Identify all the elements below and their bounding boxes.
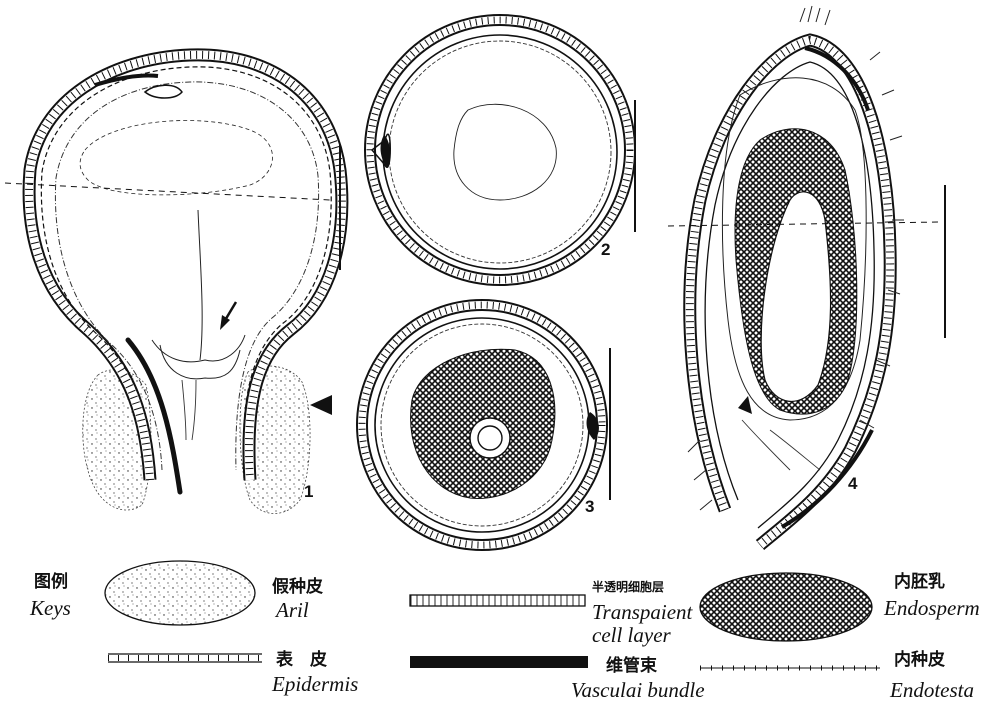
figure-4-number: 4 [848, 474, 857, 494]
legend-vascular-bundle-en: Vasculai bundle [571, 678, 705, 703]
legend-endotesta-zh: 内种皮 [894, 645, 945, 670]
figure-3-cross-section [362, 305, 610, 545]
legend-epidermis-zh: 表 皮 [276, 645, 327, 670]
figure-1-number: 1 [304, 482, 313, 502]
legend-vascular-bundle-swatch [410, 656, 588, 668]
legend-title-en: Keys [30, 596, 71, 621]
figure-4-longitudinal-section [668, 6, 945, 545]
figure-2-number: 2 [601, 240, 610, 260]
legend-epidermis-swatch [108, 654, 262, 662]
legend-transparent-cell-swatch [410, 595, 585, 606]
fig1-arrowhead-marker [310, 395, 332, 415]
figure-2-cross-section [370, 20, 635, 280]
legend-vascular-bundle-zh: 维管束 [606, 651, 657, 676]
legend-aril-swatch [105, 561, 255, 625]
legend-title-zh: 图例 [34, 567, 68, 592]
fig1-section-line [5, 183, 330, 200]
legend-transparent-cell-en-1: Transpaient [592, 600, 692, 625]
legend-endotesta-en: Endotesta [890, 678, 974, 703]
legend-aril-zh: 假种皮 [272, 572, 323, 597]
figure-1-seed [5, 55, 342, 514]
legend-endosperm-en: Endosperm [884, 596, 980, 621]
legend-aril-en: Aril [276, 598, 309, 623]
legend-swatches [105, 561, 880, 668]
legend-endosperm-zh: 内胚乳 [894, 567, 945, 592]
legend-transparent-cell-en-2: cell layer [592, 623, 671, 648]
legend-transparent-cell-zh: 半透明细胞层 [592, 578, 664, 595]
fig2-vascular-bundle [381, 135, 391, 168]
legend-endosperm-swatch [700, 573, 872, 641]
legend-epidermis-en: Epidermis [272, 672, 358, 697]
figure-3-number: 3 [585, 497, 594, 517]
